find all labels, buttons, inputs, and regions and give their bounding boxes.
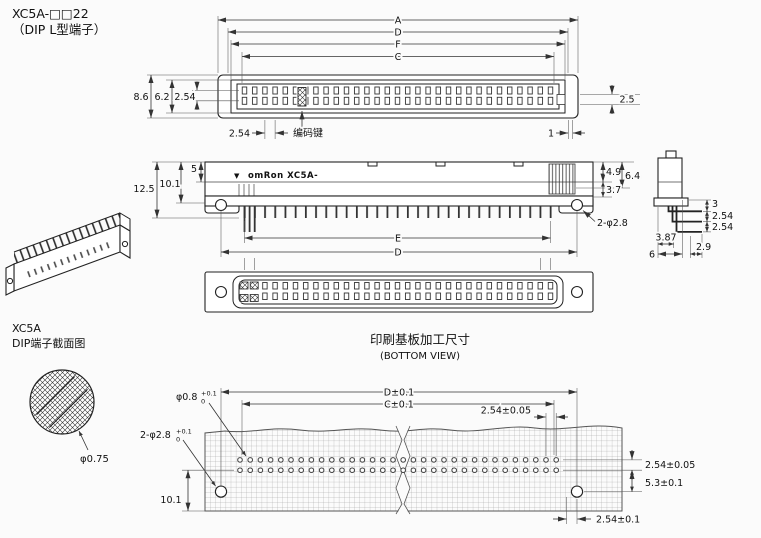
dim-pin-pitch2: 2.54 <box>712 222 733 233</box>
big-hole-tol-up: +0.1 <box>176 428 192 436</box>
dim-row-pitch: 2.54 <box>174 92 195 103</box>
mounting-hole-right <box>570 198 584 212</box>
end-base <box>653 197 689 207</box>
section-caption: DIP端子截面图 <box>12 336 85 350</box>
terminal-comb <box>239 206 557 218</box>
dim-wire-dia: φ0.75 <box>80 454 109 465</box>
dim-pcb-row-pitch: 2.54±0.05 <box>645 460 695 471</box>
coding-rib-area <box>548 163 576 195</box>
dim-front-height-mid: 10.1 <box>159 179 180 190</box>
mounting-hole-callout: 2-φ2.8 <box>597 218 628 229</box>
section-series-label: XC5A <box>12 322 41 335</box>
mounting-hole-left <box>214 198 228 212</box>
dim-pin-pitch1: 2.54 <box>712 211 733 222</box>
small-hole-tol-up: +0.1 <box>201 390 217 398</box>
pin-hole-array <box>234 454 562 476</box>
top-view: A D F C 8.6 6.2 2.54 2.5 2.54 编 <box>132 14 640 141</box>
perspective-marking <box>26 240 112 279</box>
dim-pcb-end-offset: 2.54±0.1 <box>596 515 640 526</box>
dim-pcb-bighole-offset: 5.3±0.1 <box>645 478 683 489</box>
dim-F: F <box>395 40 400 51</box>
coding-key-label: 编码键 <box>293 127 323 140</box>
dim-pcb-D: D±0.1 <box>384 388 414 399</box>
dim-height-inner: 6.2 <box>154 92 169 103</box>
base-strip <box>204 195 594 207</box>
title-block: XC5A-□□22 （DIP L型端子） <box>12 6 106 37</box>
mounting-hole-right-bottom <box>570 285 584 299</box>
keyed-terminal <box>239 281 249 290</box>
l-terminal-3 <box>675 206 702 233</box>
small-hole-tol-dn: 0 <box>201 398 205 406</box>
end-body-outline <box>657 157 683 199</box>
dim-pcb-C: C±0.1 <box>384 400 414 411</box>
polarity-mark: ▼ <box>234 172 240 180</box>
dim-tip: 2.9 <box>696 242 711 253</box>
big-hole-callout: 2-φ2.8 <box>140 430 171 441</box>
l-terminal-1 <box>667 206 702 213</box>
dim-pcb-edge: 10.1 <box>160 495 181 506</box>
dim-front-right-c: 3.7 <box>606 185 621 196</box>
coding-key <box>297 87 307 107</box>
dim-front-right-b: 6.4 <box>625 171 640 182</box>
bottom-view <box>204 258 594 313</box>
pcb-mounting-hole-left <box>214 485 228 498</box>
dim-bend: 3.87 <box>655 233 676 244</box>
dim-front-height-total: 12.5 <box>133 184 154 195</box>
pcb-mounting-hole-right <box>570 485 584 498</box>
contact-array <box>239 85 557 107</box>
big-hole-tol-dn: 0 <box>176 436 180 444</box>
dim-front-height-body: 5 <box>191 164 197 175</box>
pcb-subtitle: (BOTTOM VIEW) <box>380 351 460 362</box>
terminal-type-label: （DIP L型端子） <box>12 22 106 37</box>
l-terminal-2 <box>671 206 702 223</box>
dim-front-right-a: 4.9 <box>606 167 621 178</box>
dim-pin-offset: 3 <box>712 199 718 210</box>
front-view: ▼ omRon XC5A- 12.5 10.1 5 4.9 6.4 3 <box>132 161 642 260</box>
perspective-view <box>5 212 131 296</box>
pcb-title: 印刷基板加工尺寸 <box>370 332 470 347</box>
dim-depth: 6 <box>649 250 655 261</box>
section-view: XC5A DIP端子截面图 φ0.75 <box>12 322 109 465</box>
small-hole-callout: φ0.8 <box>176 392 197 403</box>
dim-pcb-end-pitch: 2.54±0.05 <box>481 406 531 417</box>
dim-A: A <box>395 16 402 27</box>
perspective-pin-comb <box>14 213 120 264</box>
end-view: 3 2.54 2.54 3.87 6 2.9 <box>647 150 733 262</box>
dim-E: E <box>395 234 401 245</box>
dim-height-total: 8.6 <box>133 92 148 103</box>
brand-marking: omRon XC5A- <box>248 171 318 181</box>
pcb-view: 印刷基板加工尺寸 (BOTTOM VIEW) D±0.1 C±0.1 2.54±… <box>140 332 695 526</box>
dim-end-gap: 1 <box>548 129 554 140</box>
terminal-cross-section <box>29 369 95 435</box>
dim-C-top: C <box>395 52 402 63</box>
dim-right-gap: 2.5 <box>619 95 634 106</box>
dim-pin-pitch: 2.54 <box>229 129 250 140</box>
mounting-hole-left-bottom <box>214 285 228 299</box>
polarizing-slot <box>556 94 566 106</box>
terminal-array-bottom <box>239 281 557 303</box>
dim-D-top: D <box>394 28 401 39</box>
model-number: XC5A-□□22 <box>12 6 89 21</box>
dim-D-front: D <box>394 248 401 259</box>
